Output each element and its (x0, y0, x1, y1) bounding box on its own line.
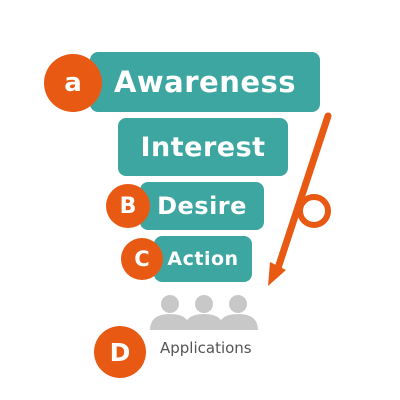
funnel-stage-action: Action (154, 236, 252, 282)
badge-b: B (106, 184, 150, 228)
funnel-stage-awareness: Awareness (90, 52, 320, 112)
arrow-ring (297, 194, 331, 228)
applications-label: Applications (160, 339, 252, 357)
funnel-stage-interest: Interest (118, 118, 288, 176)
people-group-icon (150, 295, 258, 330)
badge-c: C (121, 238, 163, 280)
funnel-stage-desire: Desire (140, 182, 264, 230)
badge-d: D (94, 326, 146, 378)
badge-a: a (44, 54, 102, 112)
